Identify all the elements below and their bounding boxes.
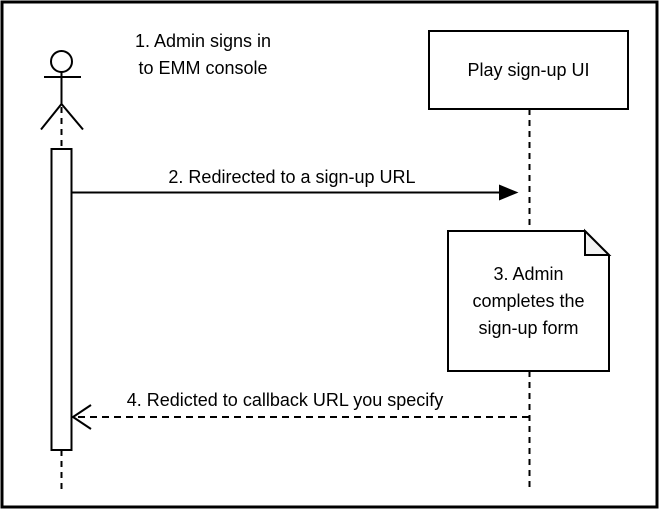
message-2-arrow — [71, 184, 519, 201]
message-2-label: 2. Redirected to a sign-up URL — [168, 167, 416, 187]
message-1-label: 1. Admin signs in to EMM console — [134, 31, 272, 78]
note-outline — [447, 230, 610, 372]
actor-icon — [40, 50, 84, 131]
message-4-label: 4. Redicted to callback URL you specify — [126, 390, 444, 410]
note-shape — [447, 228, 612, 372]
participant-play-signup-ui-label: Play sign-up UI — [467, 59, 590, 80]
actor-head — [50, 50, 73, 73]
message-4-arrow — [71, 404, 529, 430]
open-arrowhead-icon — [71, 404, 92, 430]
activation-bar — [50, 148, 73, 451]
filled-arrowhead-icon — [499, 184, 519, 201]
note-fold-icon — [584, 228, 612, 256]
actor-legs — [40, 102, 84, 131]
message-3-note-label: 3. Admin completes the sign-up form — [472, 263, 585, 338]
